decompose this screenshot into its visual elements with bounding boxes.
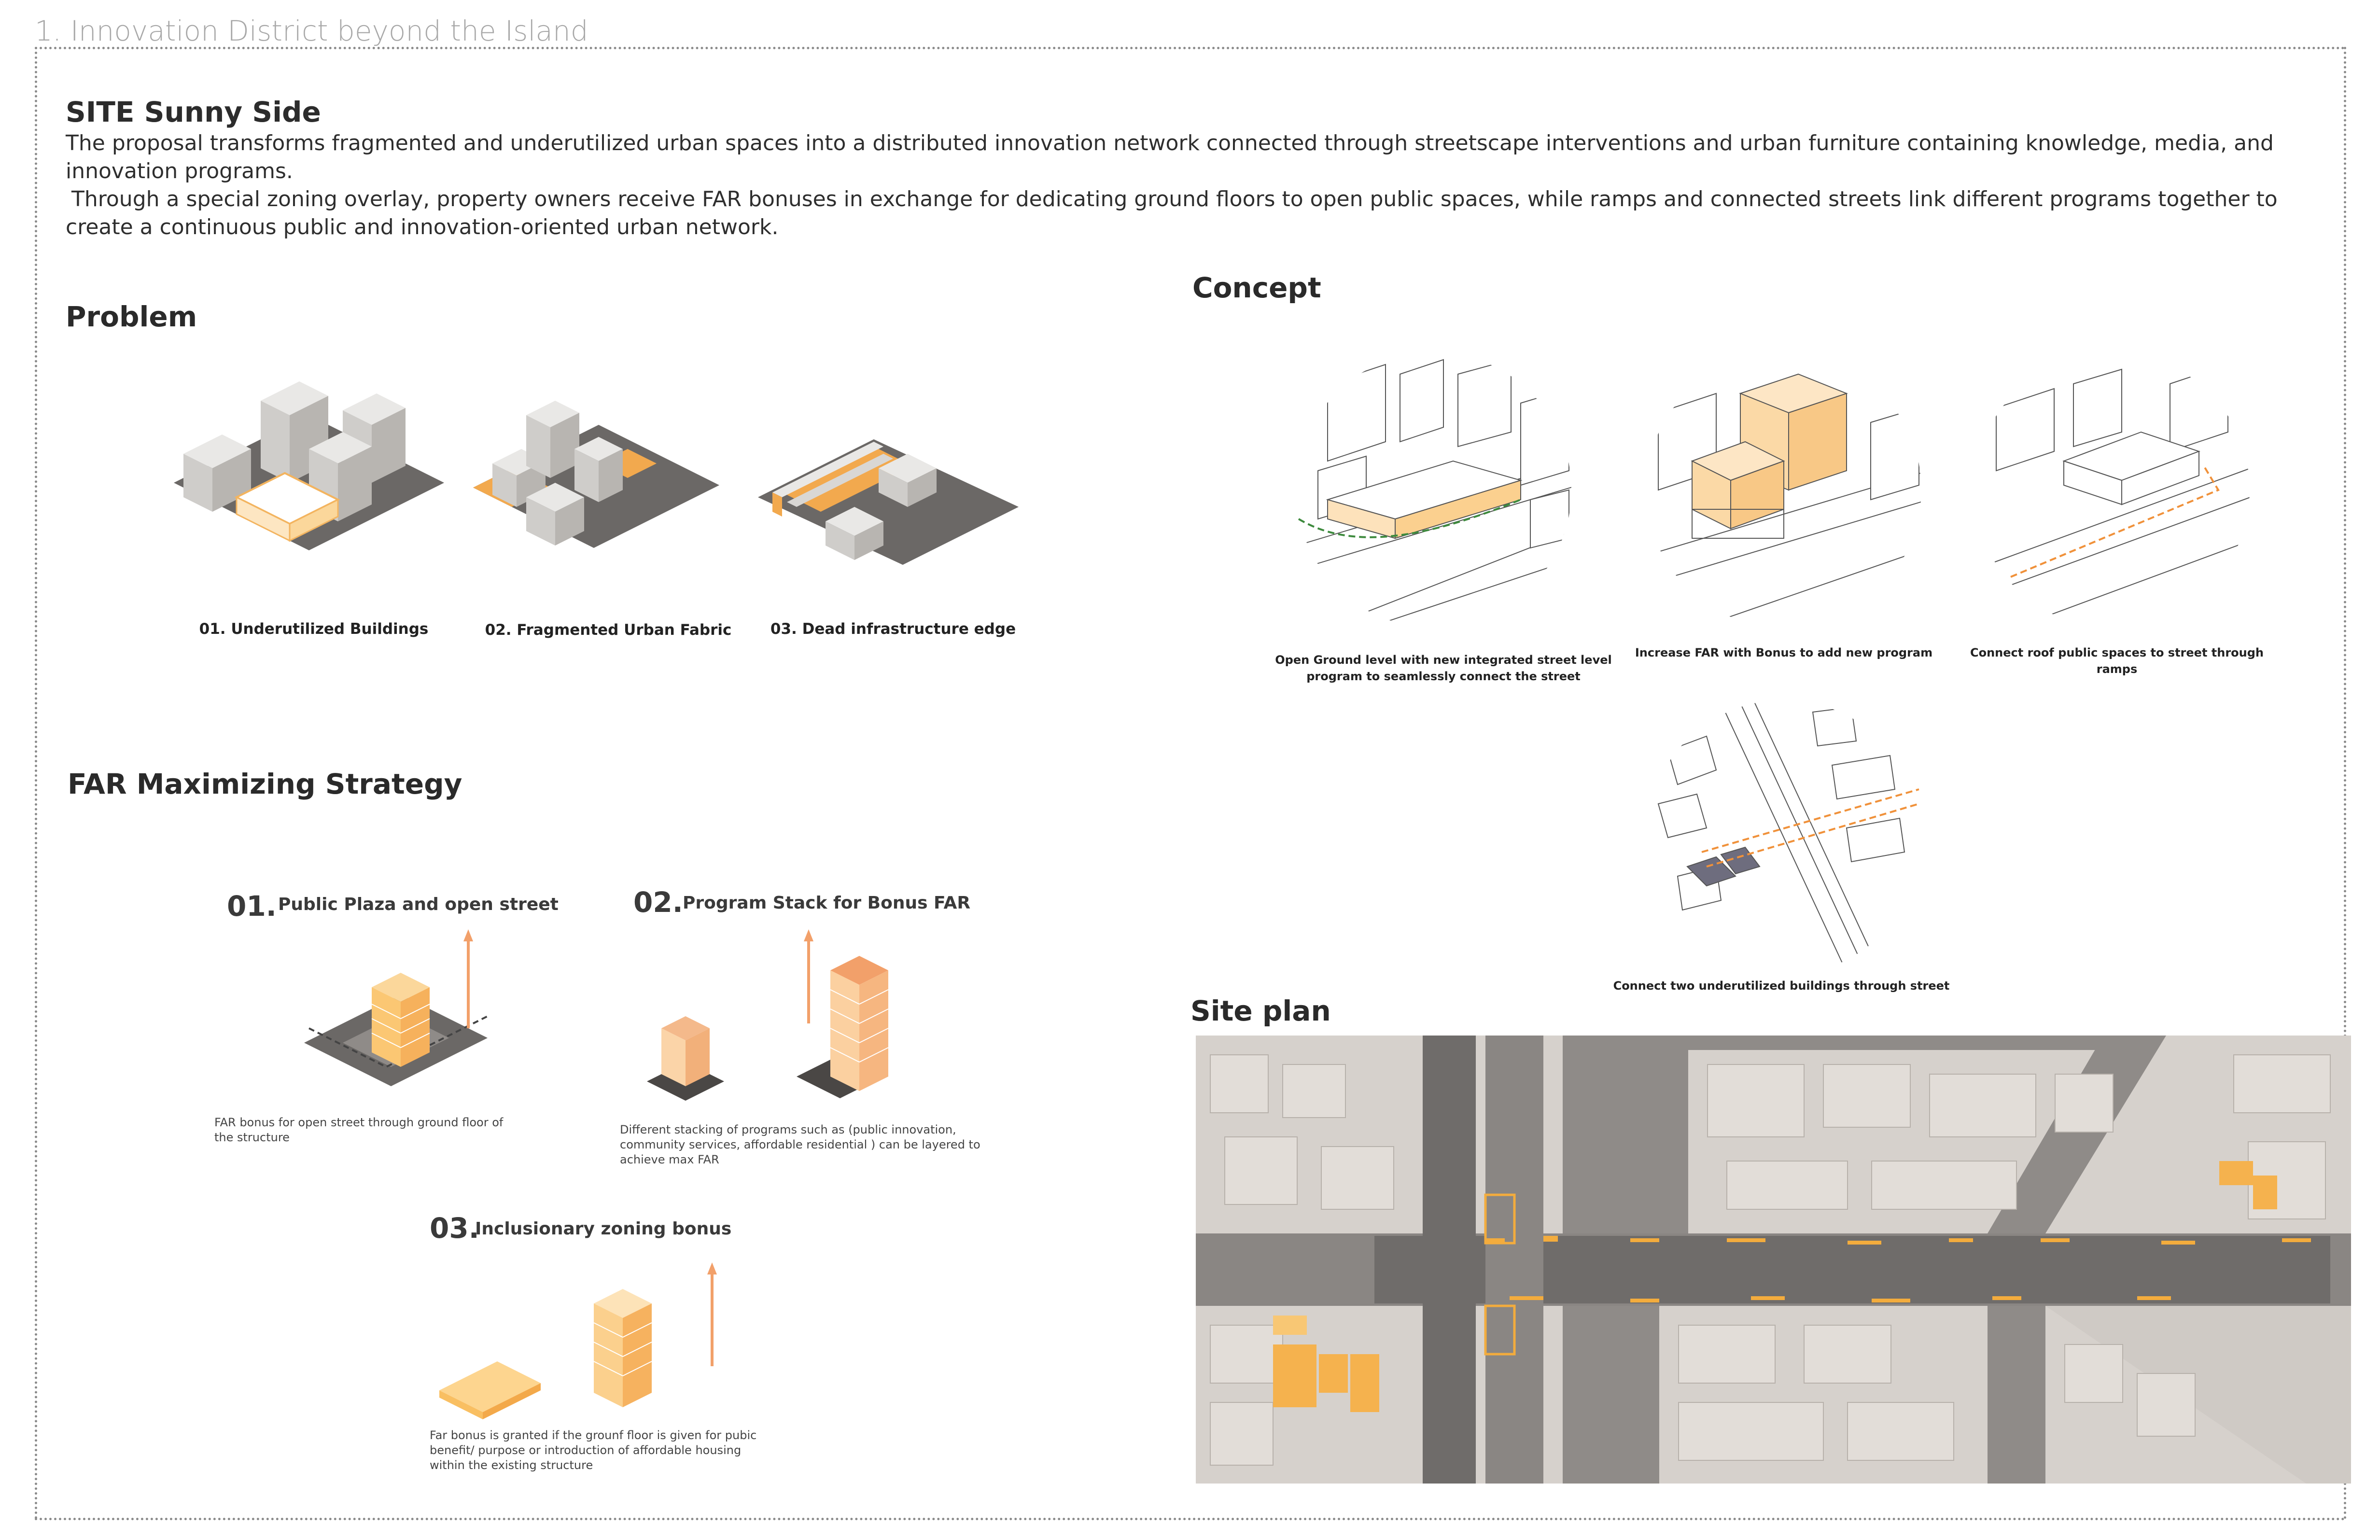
far-step-2-note: Different stacking of programs such as (… [620,1123,980,1166]
far-step-3-title: Inclusionary zoning bonus [475,1219,732,1239]
intro-text: The proposal transforms fragmented and u… [66,129,2335,241]
problem-diagram-1 [174,381,444,550]
far-step-3-diagram [439,1262,717,1419]
board-frame [35,47,2346,1520]
concept-diagram-4 [1646,700,1921,975]
concept-caption-4: Connect two underutilized buildings thro… [1613,979,1950,993]
concept-diagram-2 [1646,352,1921,628]
site-plan-map [1196,1036,2351,1484]
far-step-3-number: 03. [430,1212,479,1245]
far-step-3-note: Far bonus is granted if the grounf floor… [430,1428,757,1472]
intro-paragraph-2: Through a special zoning overlay, proper… [66,187,2278,239]
far-heading: FAR Maximizing Strategy [68,768,462,800]
page-label: 1. Innovation District beyond the Island [35,14,588,47]
concept-heading: Concept [1192,271,1321,304]
far-step-1-note: FAR bonus for open street through ground… [214,1116,504,1144]
far-step-1-diagram [304,929,488,1086]
concept-caption-2: Increase FAR with Bonus to add new progr… [1635,646,1933,659]
far-step-2-number: 02. [633,886,683,919]
problem-caption-2: 02. Fragmented Urban Fabric [485,621,732,639]
far-step-2-title: Program Stack for Bonus FAR [683,893,971,913]
problem-diagram-3 [758,439,1019,565]
problem-caption-1: 01. Underutilized Buildings [199,620,429,638]
concept-diagram-1 [1296,352,1571,628]
intro-paragraph-1: The proposal transforms fragmented and u… [66,131,2274,183]
concept-diagram-3 [1974,352,2250,628]
problem-heading: Problem [66,300,197,333]
site-plan-heading: Site plan [1190,994,1331,1027]
far-step-1-title: Public Plaza and open street [278,895,559,914]
far-step-2-diagram [647,929,889,1101]
concept-caption-1: Open Ground level with new integrated st… [1275,653,1612,683]
concept-caption-3: Connect roof public spaces to street thr… [1970,646,2264,676]
problem-diagram-2 [473,401,719,548]
site-title: SITE Sunny Side [66,96,321,128]
problem-caption-3: 03. Dead infrastructure edge [770,620,1016,638]
far-step-1-number: 01. [227,890,277,923]
